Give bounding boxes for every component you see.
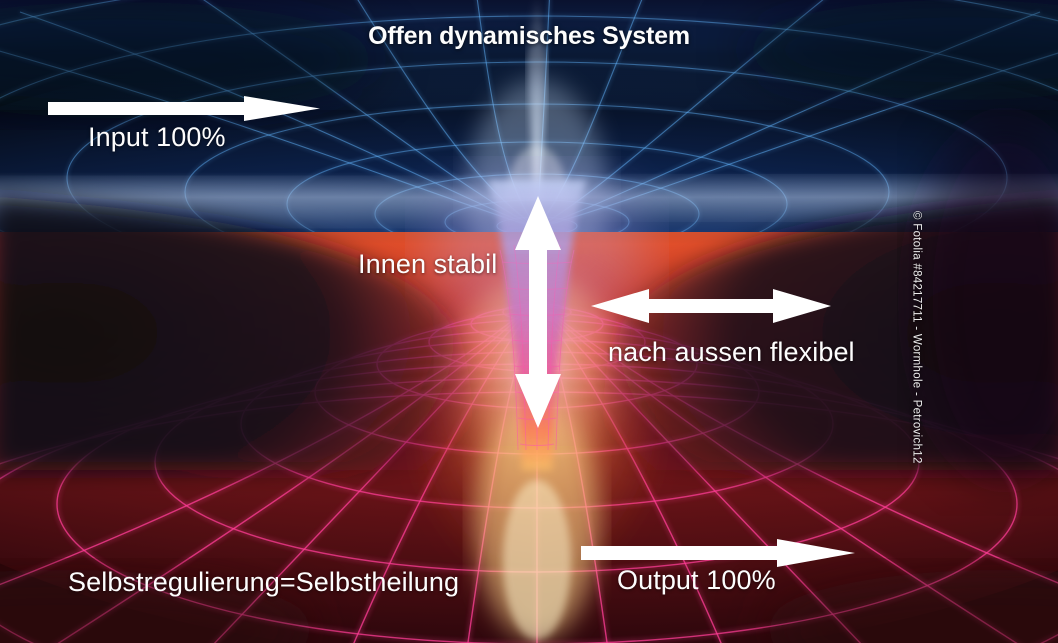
flex-arrow: [591, 289, 831, 323]
photo-credit: © Fotolia #84217711 - Wormhole - Petrovi…: [910, 211, 923, 464]
credit-container: © Fotolia #84217711 - Wormhole - Petrovi…: [911, 205, 1052, 465]
nach-aussen-flexibel-label: nach aussen flexibel: [608, 337, 855, 367]
input-label: Input 100%: [88, 122, 226, 152]
selbstregulierung-label: Selbstregulierung=Selbstheilung: [68, 567, 460, 597]
output-arrow: [581, 539, 855, 567]
page-title: Offen dynamisches System: [368, 22, 690, 50]
vertical-double-arrow: [515, 196, 561, 428]
output-label: Output 100%: [617, 565, 776, 595]
input-arrow: [48, 96, 320, 121]
innen-stabil-label: Innen stabil: [358, 249, 498, 279]
